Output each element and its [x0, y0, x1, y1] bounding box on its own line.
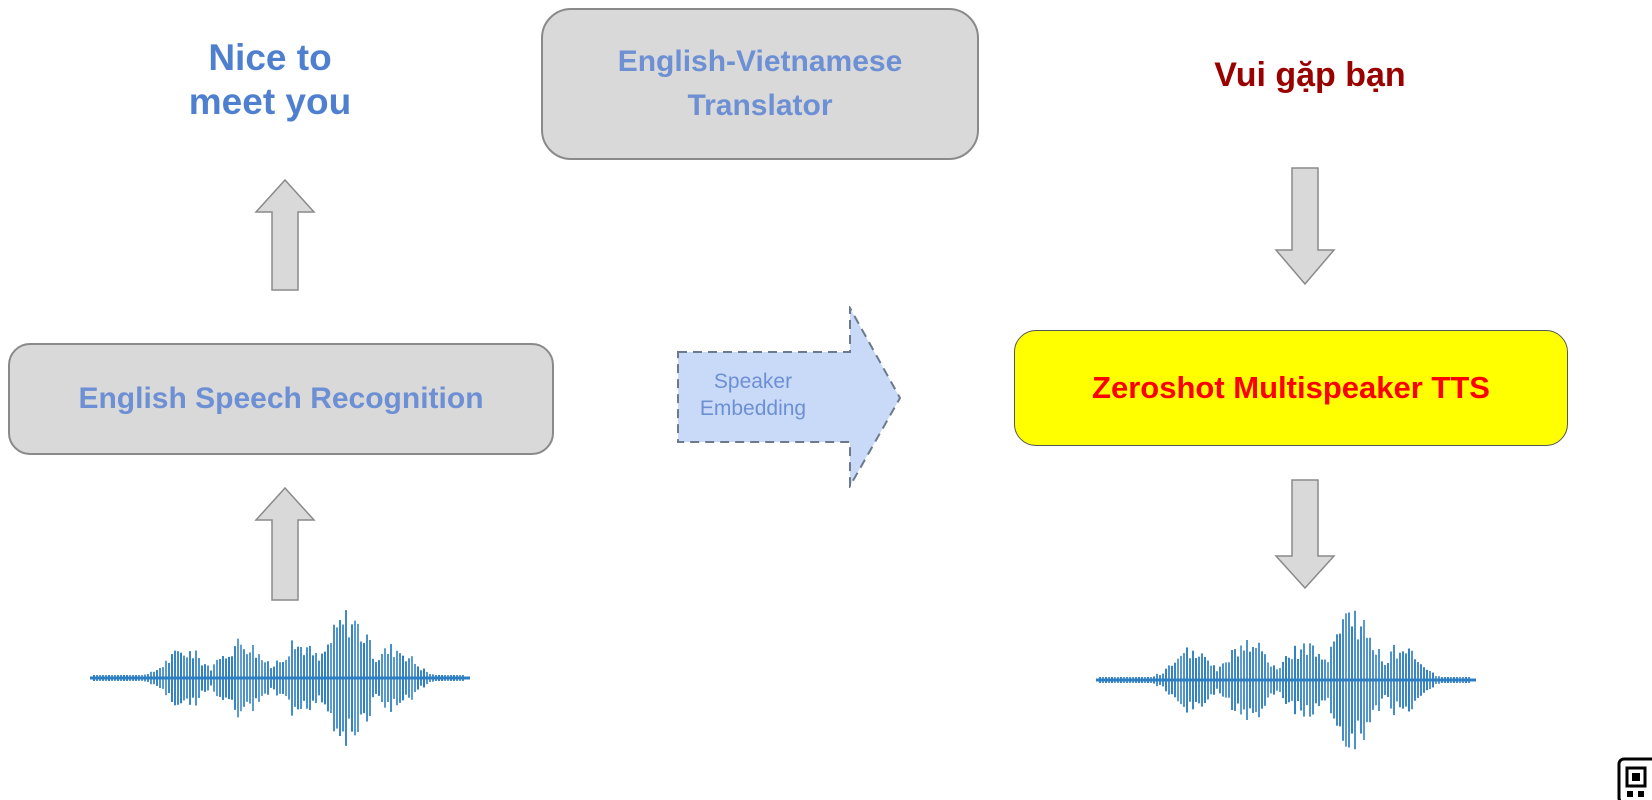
translator-label: English-Vietnamese Translator — [617, 45, 903, 122]
up-arrow-icon — [254, 178, 316, 291]
tts-label: Zeroshot Multispeaker TTS — [1092, 370, 1490, 405]
english-output-text: Nice to meet you — [188, 37, 352, 122]
down-arrow-icon — [1274, 167, 1336, 286]
down-arrow-icon — [1274, 479, 1336, 590]
translator-box: English-Vietnamese Translator — [541, 8, 979, 160]
right-arrow-icon — [677, 306, 902, 488]
speech-recognition-label: English Speech Recognition — [78, 382, 484, 415]
vietnamese-text: Vui gặp bạn — [1214, 56, 1406, 94]
speaker-embedding-label: Speaker Embedding — [699, 370, 807, 420]
input-waveform-icon — [90, 610, 470, 746]
qr-code-icon — [1617, 757, 1652, 800]
up-arrow-icon — [254, 486, 316, 601]
tts-box: Zeroshot Multispeaker TTS — [1014, 330, 1568, 446]
speech-recognition-box: English Speech Recognition — [8, 343, 554, 455]
output-waveform-icon — [1096, 610, 1476, 750]
